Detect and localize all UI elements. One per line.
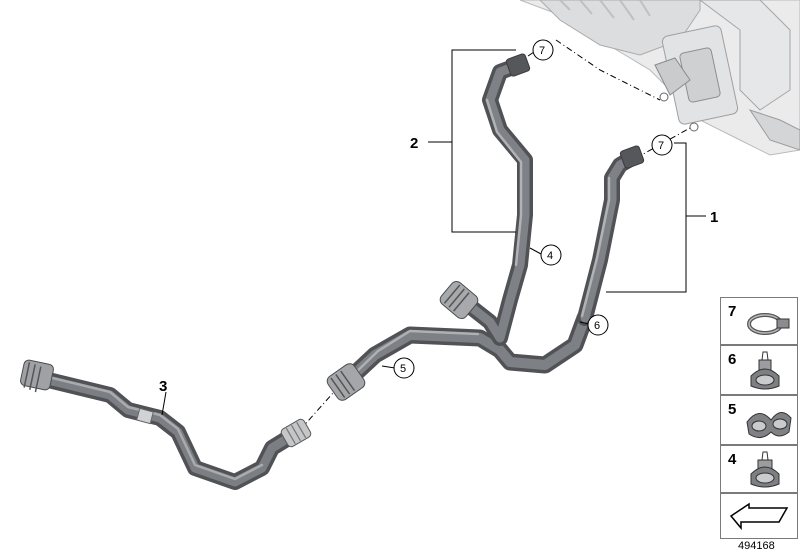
legend-nav-button[interactable] xyxy=(720,493,798,539)
leader-lines xyxy=(161,49,706,416)
heater-unit-drawing xyxy=(519,0,800,156)
double-pipe-clip-icon xyxy=(746,412,792,438)
arrow-icon xyxy=(729,502,789,531)
legend-label: 6 xyxy=(728,351,737,368)
hose-3 xyxy=(20,359,312,490)
legend-item-7[interactable]: 7 xyxy=(720,297,798,345)
callout-7-top: 7 xyxy=(539,45,545,57)
callout-5-circle xyxy=(393,357,415,379)
legend-label: 5 xyxy=(728,401,737,418)
callout-4: 4 xyxy=(547,250,553,262)
callouts: 2 1 3 7 7 4 6 5 xyxy=(159,39,718,395)
diagram-id: 494168 xyxy=(738,540,775,552)
legend-item-4[interactable]: 4 xyxy=(720,445,798,493)
pipe-holder-clip-icon xyxy=(750,351,780,390)
hose-5 xyxy=(326,309,594,401)
hose-6 xyxy=(577,145,645,326)
callout-1: 1 xyxy=(710,209,718,226)
callout-7-mid-circle xyxy=(651,134,673,156)
callout-7-mid: 7 xyxy=(658,140,664,152)
legend-item-5[interactable]: 5 xyxy=(720,395,798,445)
callout-5: 5 xyxy=(400,363,406,375)
hose-clamp-icon xyxy=(747,313,790,335)
callout-3: 3 xyxy=(159,378,167,395)
callout-6: 6 xyxy=(594,320,600,332)
callout-6-circle xyxy=(587,314,609,336)
hose-4 xyxy=(439,53,533,346)
legend-label: 7 xyxy=(728,303,737,320)
legend-label: 4 xyxy=(728,451,737,468)
callout-2: 2 xyxy=(410,135,418,152)
pipe-holder-clip-icon xyxy=(750,451,780,488)
callout-4-circle xyxy=(540,244,562,266)
legend-item-6[interactable]: 6 xyxy=(720,345,798,395)
callout-7-top-circle xyxy=(532,39,554,61)
